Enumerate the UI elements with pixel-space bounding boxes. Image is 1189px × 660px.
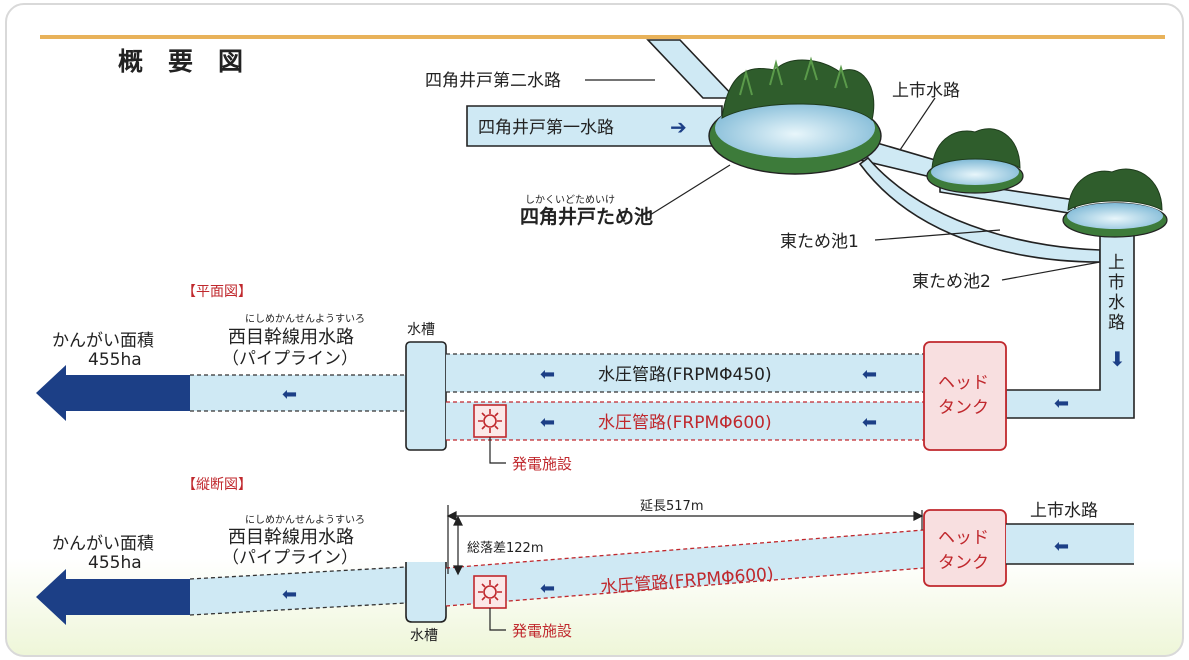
svg-text:路: 路 [1108, 313, 1125, 333]
profile-power-plant-leader [489, 608, 506, 631]
kamiichi-down-arrow: ⬇ [1109, 347, 1126, 371]
pond-name-label: 四角井戸ため池 [520, 205, 653, 228]
profile-tank-label: 水槽 [410, 628, 438, 644]
profile-outflow-arrow [36, 569, 190, 625]
main-pond [708, 56, 882, 175]
east-pond-1-label: 東ため池1 [780, 232, 859, 252]
channel-2-label: 四角井戸第二水路 [425, 71, 561, 91]
profile-penstock [446, 530, 924, 606]
profile-length-label: 延長517m [640, 499, 703, 514]
profile-area-label: かんがい面積 [52, 534, 154, 554]
plan-section-label: 【平面図】 [182, 284, 252, 300]
plan-canal-sub: （パイプライン） [222, 349, 358, 369]
east-pond [1062, 168, 1168, 238]
plan-area-label: かんがい面積 [52, 331, 154, 351]
profile-kamiichi-arrow: ⬅ [1054, 536, 1069, 557]
plan-pipe-450-label: 水圧管路(FRPMΦ450) [598, 365, 772, 385]
kamiichi-vertical-label: 上 巿 水 路 [1108, 253, 1125, 333]
page-title: 概 要 図 [118, 47, 243, 76]
profile-power-plant-label: 発電施設 [512, 622, 572, 640]
plan-water-tank [405, 341, 447, 451]
plan-power-plant-icon [473, 404, 507, 438]
plan-area-value: 455ha [88, 350, 142, 370]
svg-text:⬅: ⬅ [862, 412, 877, 433]
profile-section-label: 【縦断図】 [182, 477, 252, 493]
plan-pipe-600-label: 水圧管路(FRPMΦ600) [598, 413, 772, 433]
svg-text:巿: 巿 [1108, 273, 1125, 293]
profile-canal-sub: （パイプライン） [222, 548, 358, 568]
profile-kamiichi-channel [1006, 524, 1134, 564]
svg-text:⬅: ⬅ [540, 364, 555, 385]
plan-headtank-line2: タンク [938, 398, 989, 418]
plan-pipe-600 [446, 402, 924, 440]
profile-canal-name: 西目幹線用水路 [228, 527, 354, 548]
plan-tank-label: 水槽 [407, 322, 435, 338]
plan-inflow-arrow: ⬅ [1054, 393, 1069, 414]
profile-canal-arrow: ⬅ [282, 584, 297, 605]
plan-pipe-450 [446, 354, 924, 392]
svg-text:上: 上 [1108, 253, 1125, 273]
plan-head-tank [923, 341, 1007, 451]
svg-text:⬅: ⬅ [540, 578, 555, 599]
svg-text:⬅: ⬅ [862, 364, 877, 385]
plan-canal-ruby: にしめかんせんようすいろ [245, 313, 365, 325]
plan-canal-arrow: ⬅ [282, 384, 297, 405]
channel-1-label: 四角井戸第一水路 [478, 118, 614, 138]
profile-head-tank [923, 509, 1007, 587]
plan-headtank-line1: ヘッド [938, 373, 989, 393]
profile-area-value: 455ha [88, 553, 142, 573]
channel-1-arrow: ➔ [670, 115, 687, 139]
plan-power-plant-label: 発電施設 [512, 455, 572, 473]
profile-power-plant-icon [473, 575, 507, 609]
profile-head-drop-label: 総落差122m [467, 541, 543, 556]
plan-power-plant-leader [489, 437, 506, 464]
profile-dimensions [446, 505, 924, 576]
upper-pond [926, 128, 1024, 194]
top-leaders [585, 79, 1101, 281]
svg-text:水: 水 [1108, 293, 1125, 313]
east-pond-2-label: 東ため池2 [912, 272, 991, 292]
profile-headtank-line1: ヘッド [938, 528, 989, 548]
profile-kamiichi-label: 上巿水路 [1030, 501, 1098, 521]
svg-text:⬅: ⬅ [540, 412, 555, 433]
kamiichi-channel-label: 上巿水路 [892, 81, 960, 101]
top-channels [466, 39, 1135, 419]
plan-canal-name: 西目幹線用水路 [228, 327, 354, 348]
profile-canal-pipe [190, 567, 406, 615]
profile-canal-ruby: にしめかんせんようすいろ [245, 514, 365, 526]
pond-ruby: しかくいどためいけ [525, 194, 615, 206]
plan-canal-pipe [190, 375, 406, 411]
profile-headtank-line2: タンク [938, 553, 989, 573]
plan-outflow-arrow [36, 365, 190, 421]
profile-water-tank [405, 562, 447, 623]
